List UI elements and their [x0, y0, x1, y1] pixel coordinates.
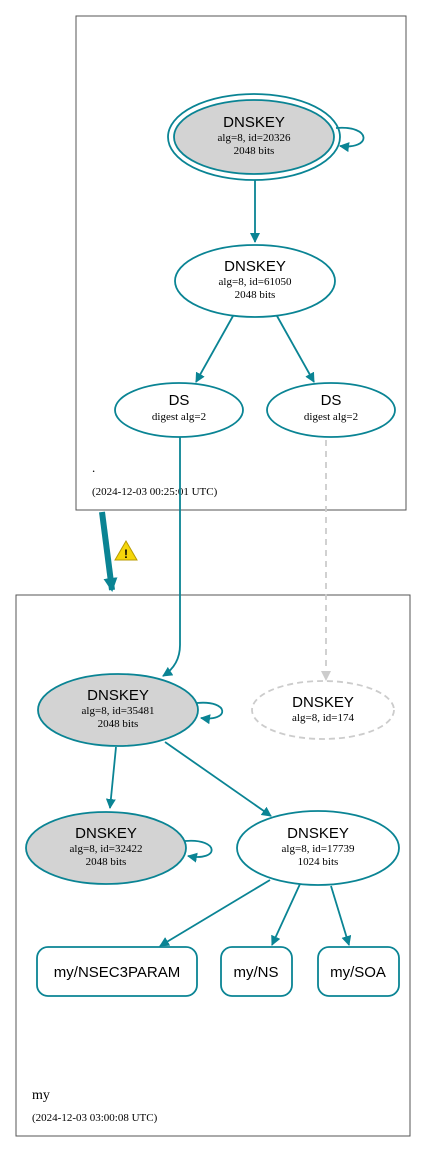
edge-delegation-root-to-my — [99, 511, 118, 592]
edge-my-zsk-to-nsec3param — [159, 879, 271, 947]
node-root-zsk[interactable]: DNSKEY alg=8, id=61050 2048 bits — [174, 244, 336, 318]
edge-root-zsk-to-ds2 — [276, 315, 315, 383]
edge-root-zsk-to-ds1 — [195, 315, 234, 383]
node-label: my/SOA — [330, 964, 386, 981]
node-rr-soa[interactable]: my/SOA — [317, 946, 400, 997]
cluster-root-border — [75, 15, 407, 511]
node-label: my/NSEC3PARAM — [54, 964, 180, 981]
node-detail: digest alg=2 — [152, 411, 206, 423]
node-detail: 2048 bits — [235, 289, 276, 301]
cluster-root: . (2024-12-03 00:25:01 UTC) — [75, 15, 407, 511]
node-title: DNSKEY — [223, 114, 285, 131]
node-root-ksk[interactable]: DNSKEY alg=8, id=20326 2048 bits — [167, 93, 341, 181]
cluster-root-timestamp: (2024-12-03 00:25:01 UTC) — [92, 486, 218, 498]
node-title: DNSKEY — [87, 687, 149, 704]
node-title: DNSKEY — [224, 258, 286, 275]
edge-my-ksk-to-zsk — [164, 741, 272, 817]
node-ds-1[interactable]: DS digest alg=2 — [114, 382, 244, 438]
node-my-zsk[interactable]: DNSKEY alg=8, id=17739 1024 bits — [236, 810, 400, 886]
node-detail: alg=8, id=20326 — [218, 132, 291, 144]
cluster-my-name: my — [32, 1088, 50, 1103]
node-title: DS — [169, 392, 190, 409]
node-title: DNSKEY — [292, 694, 354, 711]
self-loop-my-ksk2 — [184, 839, 213, 863]
node-detail: digest alg=2 — [304, 411, 358, 423]
node-rr-ns[interactable]: my/NS — [220, 946, 293, 997]
edges — [99, 126, 365, 947]
node-detail: 2048 bits — [98, 718, 139, 730]
node-detail: alg=8, id=32422 — [70, 843, 143, 855]
cluster-my-timestamp: (2024-12-03 03:00:08 UTC) — [32, 1112, 158, 1124]
node-detail: alg=8, id=35481 — [82, 705, 155, 717]
node-detail: 1024 bits — [298, 856, 339, 868]
node-my-ksk2[interactable]: DNSKEY alg=8, id=32422 2048 bits — [25, 811, 187, 885]
node-title: DNSKEY — [75, 825, 137, 842]
self-loop-my-ksk — [196, 701, 224, 725]
node-detail: 2048 bits — [234, 145, 275, 157]
node-title: DNSKEY — [287, 825, 349, 842]
edge-ds1-to-my-ksk — [162, 437, 181, 677]
node-my-ksk[interactable]: DNSKEY alg=8, id=35481 2048 bits — [37, 673, 199, 747]
cluster-my: my (2024-12-03 03:00:08 UTC) — [15, 594, 411, 1137]
svg-text:!: ! — [124, 547, 128, 561]
edge-my-zsk-to-soa — [330, 885, 352, 946]
edge-my-zsk-to-ns — [271, 883, 301, 946]
node-detail: alg=8, id=174 — [292, 712, 354, 724]
node-detail: 2048 bits — [86, 856, 127, 868]
node-detail: alg=8, id=17739 — [282, 843, 355, 855]
cluster-root-name: . — [92, 460, 95, 475]
self-loop-root-ksk — [335, 126, 365, 153]
node-rr-nsec3param[interactable]: my/NSEC3PARAM — [36, 946, 198, 997]
node-ds-2[interactable]: DS digest alg=2 — [266, 382, 396, 438]
node-label: my/NS — [234, 964, 279, 981]
node-detail: alg=8, id=61050 — [219, 276, 292, 288]
cluster-my-border — [15, 594, 411, 1137]
node-title: DS — [321, 392, 342, 409]
warning-triangle-icon: ! — [114, 540, 138, 561]
node-my-missing-dnskey[interactable]: DNSKEY alg=8, id=174 — [251, 680, 395, 740]
edge-my-ksk-to-ksk2 — [105, 746, 117, 809]
